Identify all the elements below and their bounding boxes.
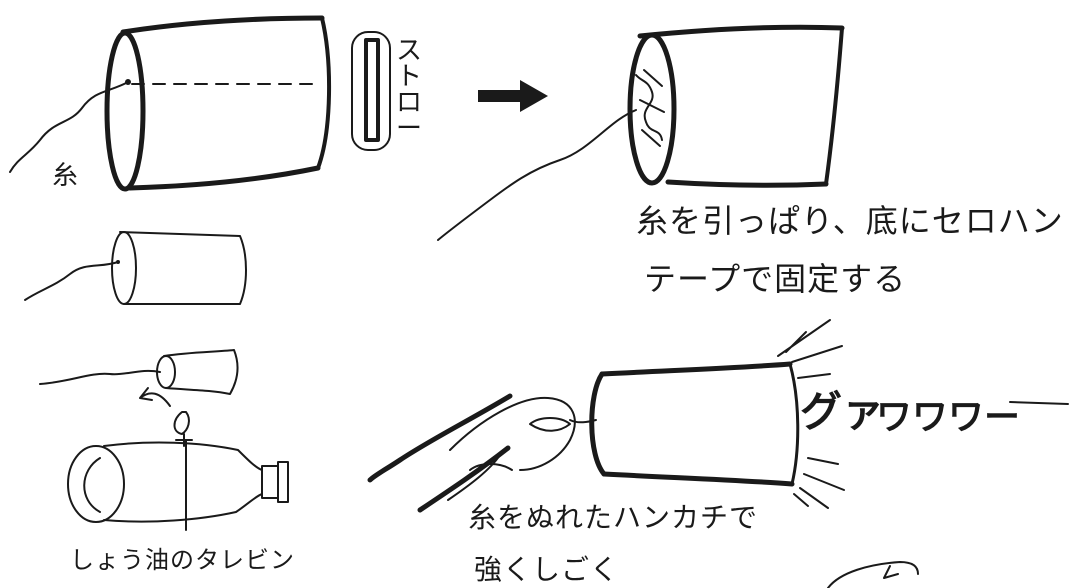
straw-char-1: ス xyxy=(395,36,422,66)
straw-char-3: ロ xyxy=(395,88,422,118)
cup-with-hand-drawing xyxy=(569,361,800,487)
label-step3-line1: 糸をぬれたハンカチで xyxy=(468,501,759,534)
small-cup-drawing xyxy=(24,231,247,305)
sound-effect-gua: グァ xyxy=(800,387,885,436)
tiny-cup-drawing xyxy=(39,349,239,407)
sound-effect-wawawa: ワワワー xyxy=(876,397,1021,438)
label-step3-line2: 強くしごく xyxy=(474,553,620,586)
straw-drawing xyxy=(351,31,391,151)
soy-bottle-drawing xyxy=(67,411,289,531)
right-arrow-icon xyxy=(478,80,548,112)
hand-drawing xyxy=(367,393,576,513)
straw-char-4: ー xyxy=(395,114,422,144)
label-ito: 糸 xyxy=(52,161,80,191)
cup-taped-drawing xyxy=(437,24,845,241)
vibration-lines xyxy=(777,319,1069,509)
label-step2-line1: 糸を引っぱり、底にセロハン xyxy=(636,202,1064,240)
label-straw: ストロー xyxy=(395,38,423,142)
cup-with-thread-drawing xyxy=(9,15,332,192)
label-step2-line2: テープで固定する xyxy=(644,260,907,298)
straw-char-2: ト xyxy=(395,62,422,92)
label-soy-bottle: しょう油のタレビン xyxy=(70,546,295,574)
partial-face-drawing xyxy=(827,561,919,588)
